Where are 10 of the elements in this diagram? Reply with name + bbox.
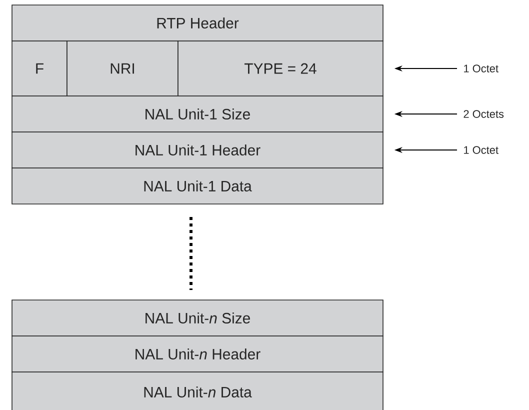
field-cell: NAL Unit-n Size xyxy=(12,300,384,336)
field-cell: NAL Unit-n Header xyxy=(12,336,384,372)
field-cell: NAL Unit-n Data xyxy=(12,372,384,410)
size-label: 1 Octet xyxy=(464,146,498,154)
size-label: 1 Octet xyxy=(464,64,498,72)
field-cell: NAL Unit-1 Data xyxy=(12,168,384,204)
field-cell: TYPE = 24 xyxy=(178,40,384,96)
field-cell: NAL Unit-1 Header xyxy=(12,132,384,168)
field-cell: F xyxy=(12,40,68,96)
size-label: 2 Octets xyxy=(464,110,504,118)
